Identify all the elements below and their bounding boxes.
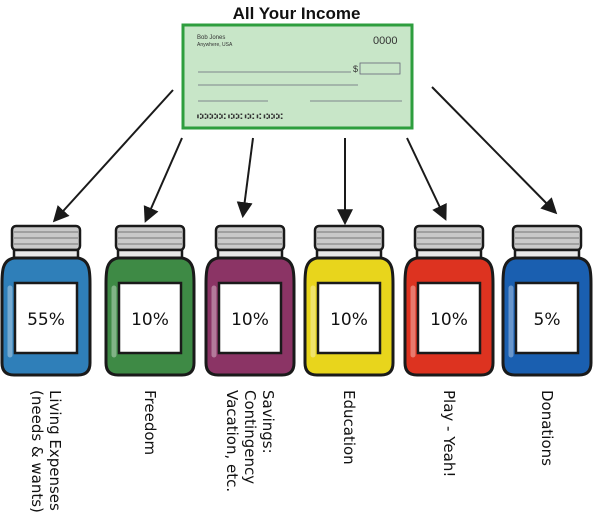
arrow-to-jar-5 bbox=[406, 137, 447, 221]
jar-category-label: Donations bbox=[538, 390, 556, 466]
jar-category-label-line: Living Expenses bbox=[46, 390, 64, 511]
jar-category-label: Education bbox=[340, 390, 358, 465]
jar-percent: 10% bbox=[231, 310, 269, 330]
check-name: Bob Jones bbox=[197, 35, 225, 41]
jar-percent: 10% bbox=[131, 310, 169, 330]
jar-1: 55% bbox=[0, 224, 92, 377]
jar-label-panel bbox=[13, 281, 79, 355]
jar-category-label-line: Donations bbox=[538, 390, 556, 466]
jar-category-label-line: Vacation, etc. bbox=[223, 390, 241, 493]
jar-label-panel bbox=[117, 281, 183, 355]
jar-category-label-line: Freedom bbox=[141, 390, 159, 456]
jar-label-panel bbox=[316, 281, 382, 355]
jar-category-label: Play - Yeah! bbox=[440, 390, 458, 477]
jars: 55% 10% 10% 10% 10% 5% bbox=[0, 224, 593, 377]
jar-percent: 10% bbox=[330, 310, 368, 330]
jar-percent: 55% bbox=[27, 310, 65, 330]
jar-label-panel bbox=[217, 281, 283, 355]
check-body bbox=[181, 23, 414, 130]
arrow-to-jar-6 bbox=[431, 86, 558, 215]
check-dollar-sign: $ bbox=[353, 64, 358, 74]
check-address: Anywhere, USA bbox=[197, 42, 233, 48]
check-amount-box bbox=[359, 62, 401, 75]
jar-label-panel bbox=[514, 281, 580, 355]
arrows bbox=[52, 86, 558, 226]
jar-percent: 10% bbox=[430, 310, 468, 330]
jar-2: 10% bbox=[104, 224, 196, 377]
paycheck: Bob Jones Anywhere, USA 0000 $ ⑆⑆⑆⑆⑆⑆ ⑆⑆… bbox=[181, 23, 414, 130]
jar-label-panel bbox=[416, 281, 482, 355]
arrow-to-jar-2 bbox=[143, 137, 183, 223]
jar-3: 10% bbox=[204, 224, 296, 377]
jar-category-label-line: (needs & wants) bbox=[28, 390, 46, 513]
jar-category-label-line: Savings: bbox=[259, 390, 277, 454]
jar-category-label-line: Contingency bbox=[241, 390, 259, 485]
jar-category-label: Living Expenses(needs & wants) bbox=[28, 390, 64, 513]
page-title: All Your Income bbox=[232, 4, 361, 23]
arrow-to-jar-1 bbox=[52, 89, 174, 223]
jar-category-label-line: Play - Yeah! bbox=[440, 390, 458, 478]
check-micr: ⑆⑆⑆⑆⑆⑆ ⑆⑆⑆ ⑆⑆ ⑆ ⑆⑆⑆⑆ bbox=[197, 112, 283, 121]
arrow-to-jar-3 bbox=[236, 137, 254, 219]
jar-5: 10% bbox=[403, 224, 495, 377]
jar-6: 5% bbox=[501, 224, 593, 377]
jar-4: 10% bbox=[303, 224, 395, 377]
check-number: 0000 bbox=[373, 35, 397, 47]
jar-category-label-line: Education bbox=[340, 390, 358, 465]
jar-percent: 5% bbox=[534, 310, 561, 330]
jar-category-label: Freedom bbox=[141, 390, 159, 455]
